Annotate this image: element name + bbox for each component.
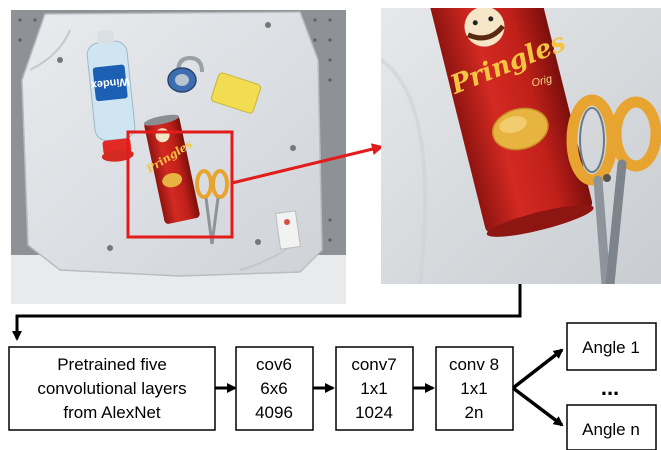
angle-n-box: Angle n: [566, 404, 657, 450]
alexnet-line-2: convolutional layers: [37, 379, 186, 398]
flow-connector: [12, 284, 522, 341]
conv8-kernel: 1x1: [460, 379, 487, 398]
angle-1-box: Angle 1: [566, 322, 657, 371]
sponge: [210, 72, 262, 114]
conv8-name: conv 8: [449, 355, 499, 374]
scissors-large: [566, 94, 661, 284]
angle-1-label: Angle 1: [582, 338, 640, 357]
conv7-channels: 1024: [355, 403, 393, 422]
conv8-box: conv 8 1x1 2n: [435, 346, 514, 431]
conv7-box: conv7 1x1 1024: [335, 346, 414, 431]
pringles-can-small: Pringles: [143, 114, 200, 224]
zoomed-photo: Pringles Orig: [381, 8, 661, 284]
highlight-box: [126, 130, 234, 239]
alexnet-line-3: from AlexNet: [63, 403, 161, 422]
arrow-to-angle-1: [511, 348, 564, 390]
conv7-name: conv7: [351, 355, 396, 374]
padlock: [167, 55, 204, 93]
conv6-kernel: 6x6: [260, 379, 287, 398]
conv6-name: cov6: [256, 355, 292, 374]
angle-ellipsis: ...: [601, 375, 619, 400]
conv6-box: cov6 6x6 4096: [235, 346, 314, 431]
pringles-can-large: Pringles Orig: [427, 8, 594, 237]
angle-n-label: Angle n: [582, 420, 640, 439]
conv6-channels: 4096: [255, 403, 293, 422]
scene-photo: Windex Pringles: [11, 10, 346, 304]
alexnet-line-1: Pretrained five: [57, 355, 167, 374]
arrow-to-angle-n: [511, 386, 564, 427]
conv8-channels: 2n: [465, 403, 484, 422]
zoom-arrow: [231, 143, 384, 185]
pringles-sublabel: Orig: [530, 73, 554, 90]
alexnet-box: Pretrained five convolutional layers fro…: [8, 346, 216, 431]
windex-label: Windex: [89, 75, 130, 91]
conv7-kernel: 1x1: [360, 379, 387, 398]
windex-bottle: Windex: [86, 29, 136, 162]
